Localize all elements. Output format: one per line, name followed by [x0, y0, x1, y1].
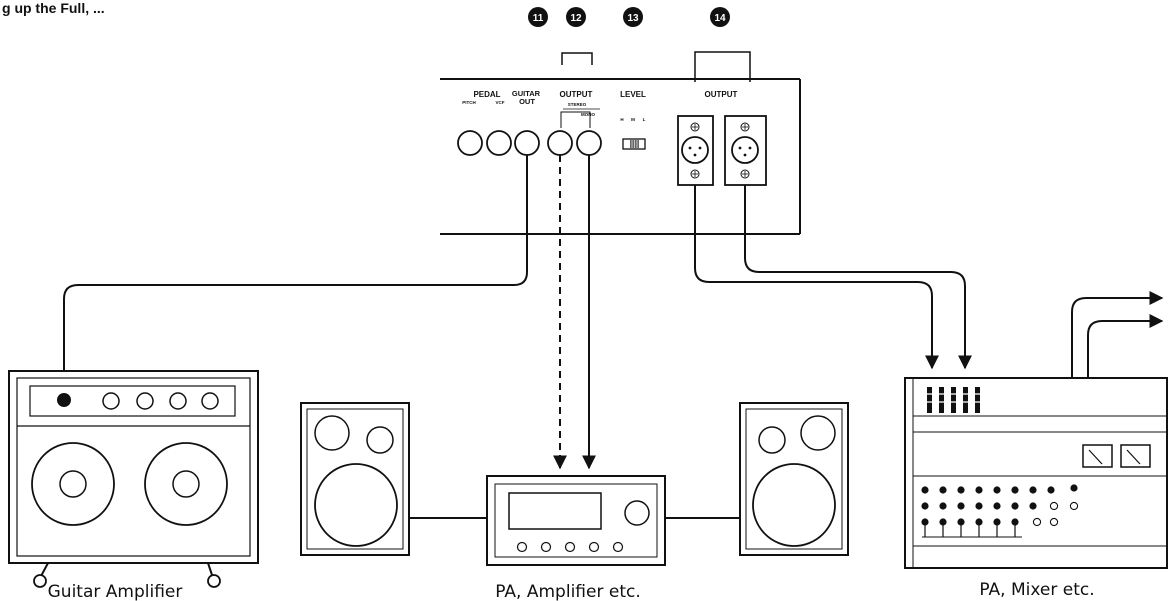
caster-left-icon: [33, 574, 47, 588]
pa-amplifier-caption: PA, Amplifier etc.: [495, 582, 640, 601]
pedal-label: PEDAL: [473, 90, 500, 99]
tweeter-icon: [366, 426, 394, 454]
callout-12-bracket: [561, 52, 593, 65]
header-text: g up the Full, ...: [2, 0, 105, 16]
pedal-pitch-jack[interactable]: [457, 130, 483, 156]
woofer-icon: [314, 463, 398, 547]
amp-knob-2: [136, 392, 154, 410]
guitar-out-jack[interactable]: [514, 130, 540, 156]
mixer-out-cable-1: [1071, 291, 1164, 378]
callout-13: 13: [623, 7, 643, 27]
caster-right-icon: [207, 574, 221, 588]
output-jack-label: OUTPUT: [560, 90, 593, 99]
pedal-vcf-jack[interactable]: [486, 130, 512, 156]
level-m-label: M: [631, 117, 635, 122]
stereo-label: STEREO: [568, 102, 587, 107]
guitar-amplifier: [8, 370, 259, 588]
level-label: LEVEL: [620, 90, 646, 99]
pitch-label: PITCH: [462, 100, 476, 105]
xlr-output-right[interactable]: [724, 115, 767, 186]
mixer-out-cable-2: [1087, 314, 1164, 378]
tweeter-icon: [314, 415, 350, 451]
mono-label: MONO: [581, 112, 595, 117]
input-jack-icon: [57, 393, 71, 407]
mixer-knobs: [921, 484, 1079, 538]
amp-display: [508, 492, 602, 530]
level-switch[interactable]: [622, 138, 646, 150]
amp-knob-1: [102, 392, 120, 410]
pa-mixer-caption: PA, Mixer etc.: [979, 580, 1094, 600]
guitar-out-cable: [57, 155, 528, 394]
callout-13-number: 13: [627, 13, 639, 24]
xlr-left-cable: [694, 185, 939, 370]
tweeter-icon: [758, 426, 786, 454]
amp-knob-3: [169, 392, 187, 410]
guitar-out-label-2: OUT: [519, 97, 535, 106]
guitar-amplifier-caption: Guitar Amplifier: [48, 582, 183, 601]
output-stereo-jack[interactable]: [547, 130, 573, 156]
xlr-right-cable: [744, 185, 972, 370]
level-h-label: H: [620, 117, 623, 122]
callout-14: 14: [710, 7, 730, 27]
stereo-bracket: [560, 111, 591, 128]
callout-12-number: 12: [570, 13, 582, 24]
callout-14-bracket: [694, 51, 751, 82]
woofer-icon: [752, 463, 836, 547]
tweeter-icon: [800, 415, 836, 451]
callout-11-number: 11: [533, 13, 544, 24]
xlr-output-left[interactable]: [677, 115, 714, 186]
callout-11: 11: [528, 7, 548, 27]
callout-12: 12: [566, 7, 586, 27]
output-mono-jack[interactable]: [576, 130, 602, 156]
vcf-label: VCF: [496, 100, 505, 105]
vu-meter-right-icon: [1120, 444, 1151, 468]
pa-mixer: [904, 377, 1168, 569]
pa-amplifier: [486, 475, 666, 566]
pa-speaker-right: [739, 402, 849, 556]
amp-knob-4: [201, 392, 219, 410]
callout-14-number: 14: [714, 13, 726, 24]
guitar-out-label-1: GUITAR: [512, 89, 541, 98]
level-l-label: L: [643, 117, 646, 122]
volume-knob-icon: [624, 500, 650, 526]
pa-speaker-left: [300, 402, 410, 556]
rear-panel: PEDAL PITCH VCF GUITAR OUT OUTPUT STEREO…: [440, 78, 801, 235]
output-xlr-label: OUTPUT: [705, 90, 738, 99]
mixer-faders: [925, 387, 983, 413]
vu-meter-left-icon: [1082, 444, 1113, 468]
